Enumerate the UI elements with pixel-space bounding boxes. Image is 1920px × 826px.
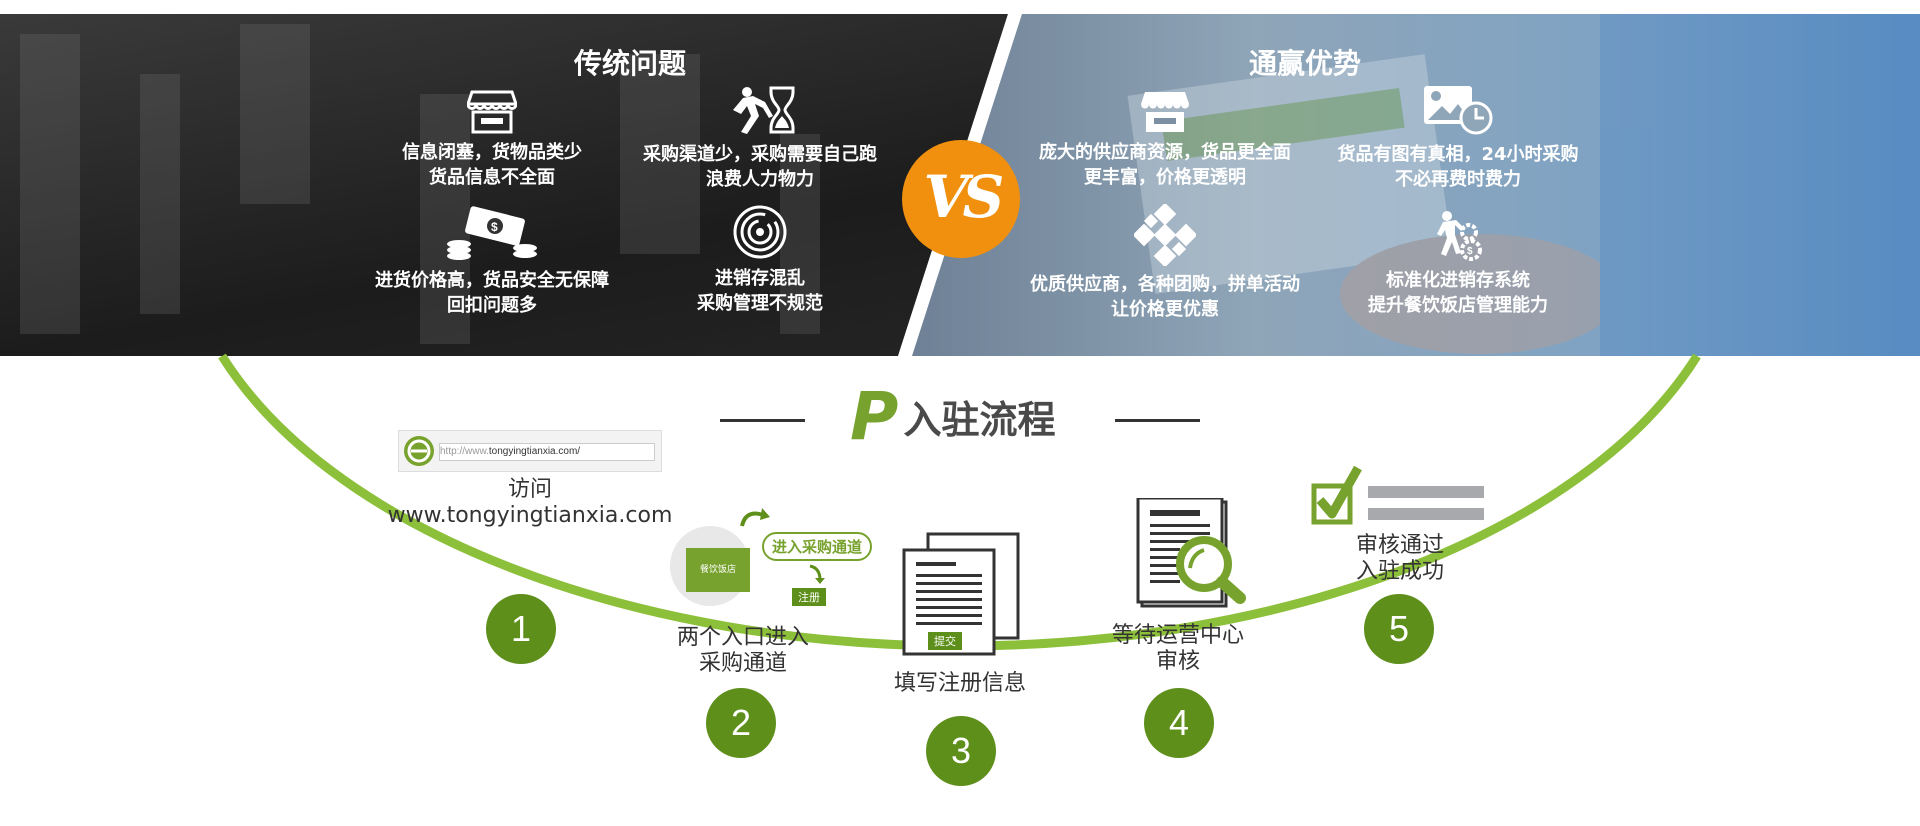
down-arrow-icon bbox=[809, 564, 825, 584]
traditional-item-price: $ 进货价格高，货品安全无保障 回扣问题多 bbox=[342, 204, 642, 318]
restaurant-entry-button: 餐饮饭店 bbox=[686, 548, 750, 592]
step-5-number: 5 bbox=[1364, 594, 1434, 664]
step-4-label: 等待运营中心 审核 bbox=[1111, 623, 1244, 674]
traditional-title: 传统问题 bbox=[573, 47, 686, 80]
traditional-item-channel: 采购渠道少，采购需要自己跑 浪费人力物力 bbox=[610, 84, 910, 192]
checkbox-checked-icon bbox=[1311, 466, 1484, 525]
advantage-title: 通赢优势 bbox=[1248, 47, 1361, 80]
comparison-banner: 传统问题 通赢优势 信息闭塞，货物品类少 货品信息不全面 采购渠道少，采购需要自… bbox=[0, 14, 1920, 356]
running-man-hourglass-icon bbox=[733, 86, 795, 134]
store-icon bbox=[1141, 92, 1189, 132]
step-2-label: 两个入口进入 采购通道 bbox=[676, 625, 809, 676]
traditional-item-info: 信息闭塞，货物品类少 货品信息不全面 bbox=[342, 88, 642, 190]
image-clock-icon bbox=[1424, 86, 1493, 135]
browser-url: http://www.tongyingtianxia.com/ bbox=[439, 443, 655, 461]
step-3-number: 3 bbox=[926, 716, 996, 786]
svg-text:$: $ bbox=[1467, 246, 1473, 257]
step-5-label: 审核通过 入驻成功 bbox=[1355, 533, 1444, 584]
documents-icon bbox=[902, 532, 1020, 656]
maze-icon bbox=[733, 205, 787, 259]
process-logo-letter: P bbox=[850, 378, 899, 455]
step-1-number: 1 bbox=[486, 594, 556, 664]
document-magnifier-icon bbox=[1136, 498, 1246, 608]
person-gears-icon: $ bbox=[1437, 211, 1482, 261]
advantage-item-images: 货品有图有真相，24小时采购 不必再费时费力 bbox=[1308, 84, 1608, 192]
store-icon bbox=[467, 90, 517, 134]
title-left-dash bbox=[720, 419, 805, 422]
process-title: P 入驻流程 bbox=[850, 378, 1056, 455]
step-4-number: 4 bbox=[1144, 688, 1214, 758]
traditional-item-inventory: 进销存混乱 采购管理不规范 bbox=[610, 204, 910, 316]
curved-arrow-icon bbox=[740, 508, 770, 527]
puzzle-network-icon bbox=[1134, 204, 1196, 266]
browser-logo-icon bbox=[404, 436, 434, 466]
step-3-label: 填写注册信息 bbox=[893, 671, 1026, 696]
advantage-item-system: $ 标准化进销存系统 提升餐饮饭店管理能力 bbox=[1308, 210, 1608, 318]
money-stack-icon: $ bbox=[447, 206, 537, 260]
browser-address-bar: http://www.tongyingtianxia.com/ bbox=[398, 430, 662, 472]
submit-button: 提交 bbox=[928, 632, 962, 650]
enter-purchase-channel-button: 进入采购通道 bbox=[762, 532, 873, 561]
step-2-number: 2 bbox=[706, 688, 776, 758]
step-1-label: 访问 www.tongyingtianxia.com bbox=[387, 477, 673, 528]
register-button: 注册 bbox=[792, 588, 826, 606]
advantage-item-groupbuy: 优质供应商，各种团购，拼单活动 让价格更优惠 bbox=[1015, 204, 1315, 322]
svg-text:$: $ bbox=[491, 220, 498, 234]
title-right-dash bbox=[1115, 419, 1200, 422]
process-title-text: 入驻流程 bbox=[903, 398, 1056, 442]
advantage-item-supply: 庞大的供应商资源，货品更全面 更丰富，价格更透明 bbox=[1015, 88, 1315, 190]
vs-badge: VS bbox=[902, 140, 1020, 258]
